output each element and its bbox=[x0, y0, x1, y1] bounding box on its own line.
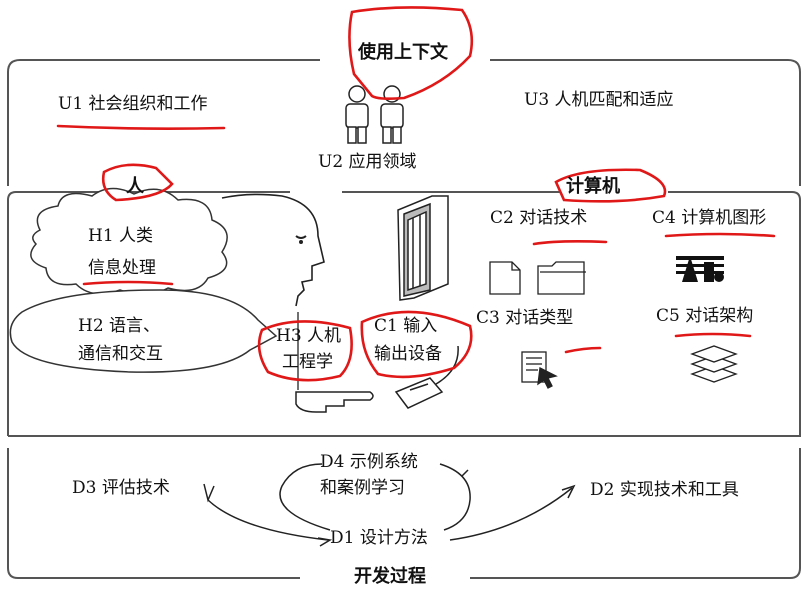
file-folder-icon bbox=[489, 261, 586, 295]
development-cycle-arrows bbox=[203, 463, 576, 547]
c3-label: C3 对话类型 bbox=[476, 308, 574, 328]
usage-context-header: 使用上下文 bbox=[358, 42, 448, 63]
pointing-hand-icon bbox=[295, 391, 374, 413]
u2-label: U2 应用领域 bbox=[318, 152, 417, 172]
development-frame bbox=[7, 448, 801, 579]
c4-label: C4 计算机图形 bbox=[652, 208, 767, 228]
computer-header: 计算机 bbox=[566, 176, 620, 197]
u3-label: U3 人机匹配和适应 bbox=[524, 90, 674, 110]
development-header: 开发过程 bbox=[354, 566, 426, 587]
layers-icon bbox=[690, 345, 738, 383]
graphics-icon bbox=[676, 256, 724, 282]
c1-label-line1: C1 输入 bbox=[374, 316, 438, 336]
h1-label-line2: 信息处理 bbox=[88, 258, 156, 278]
h3-label-line2: 工程学 bbox=[282, 352, 333, 372]
human-eye bbox=[295, 235, 307, 239]
human-head-outline bbox=[221, 193, 325, 307]
u1-label: U1 社会组织和工作 bbox=[58, 94, 208, 114]
d3-label: D3 评估技术 bbox=[72, 478, 170, 498]
speech-bubble bbox=[9, 289, 278, 373]
usage-context-frame bbox=[7, 59, 801, 186]
c1-label-line2: 输出设备 bbox=[374, 344, 442, 364]
human-header: 人 bbox=[126, 176, 144, 197]
human-eye-pupil bbox=[299, 240, 303, 244]
d4-label-line2: 和案例学习 bbox=[320, 478, 405, 498]
human-computer-frame bbox=[7, 191, 801, 437]
c5-label: C5 对话架构 bbox=[656, 306, 754, 326]
h1-label-line1: H1 人类 bbox=[88, 226, 154, 246]
people-icon bbox=[345, 85, 404, 144]
document-cursor-icon bbox=[521, 351, 558, 389]
monitor-icon bbox=[397, 195, 449, 301]
red-annotations bbox=[56, 6, 776, 382]
d2-label: D2 实现技术和工具 bbox=[590, 480, 739, 500]
h2-label-line1: H2 语言、 bbox=[78, 316, 161, 336]
d4-label-line1: D4 示例系统 bbox=[320, 452, 418, 472]
h3-label-line1: H3 人机 bbox=[276, 326, 342, 346]
thought-cloud bbox=[30, 187, 228, 296]
c2-label: C2 对话技术 bbox=[490, 208, 588, 228]
d1-label: D1 设计方法 bbox=[330, 528, 428, 548]
h2-label-line2: 通信和交互 bbox=[78, 344, 163, 364]
